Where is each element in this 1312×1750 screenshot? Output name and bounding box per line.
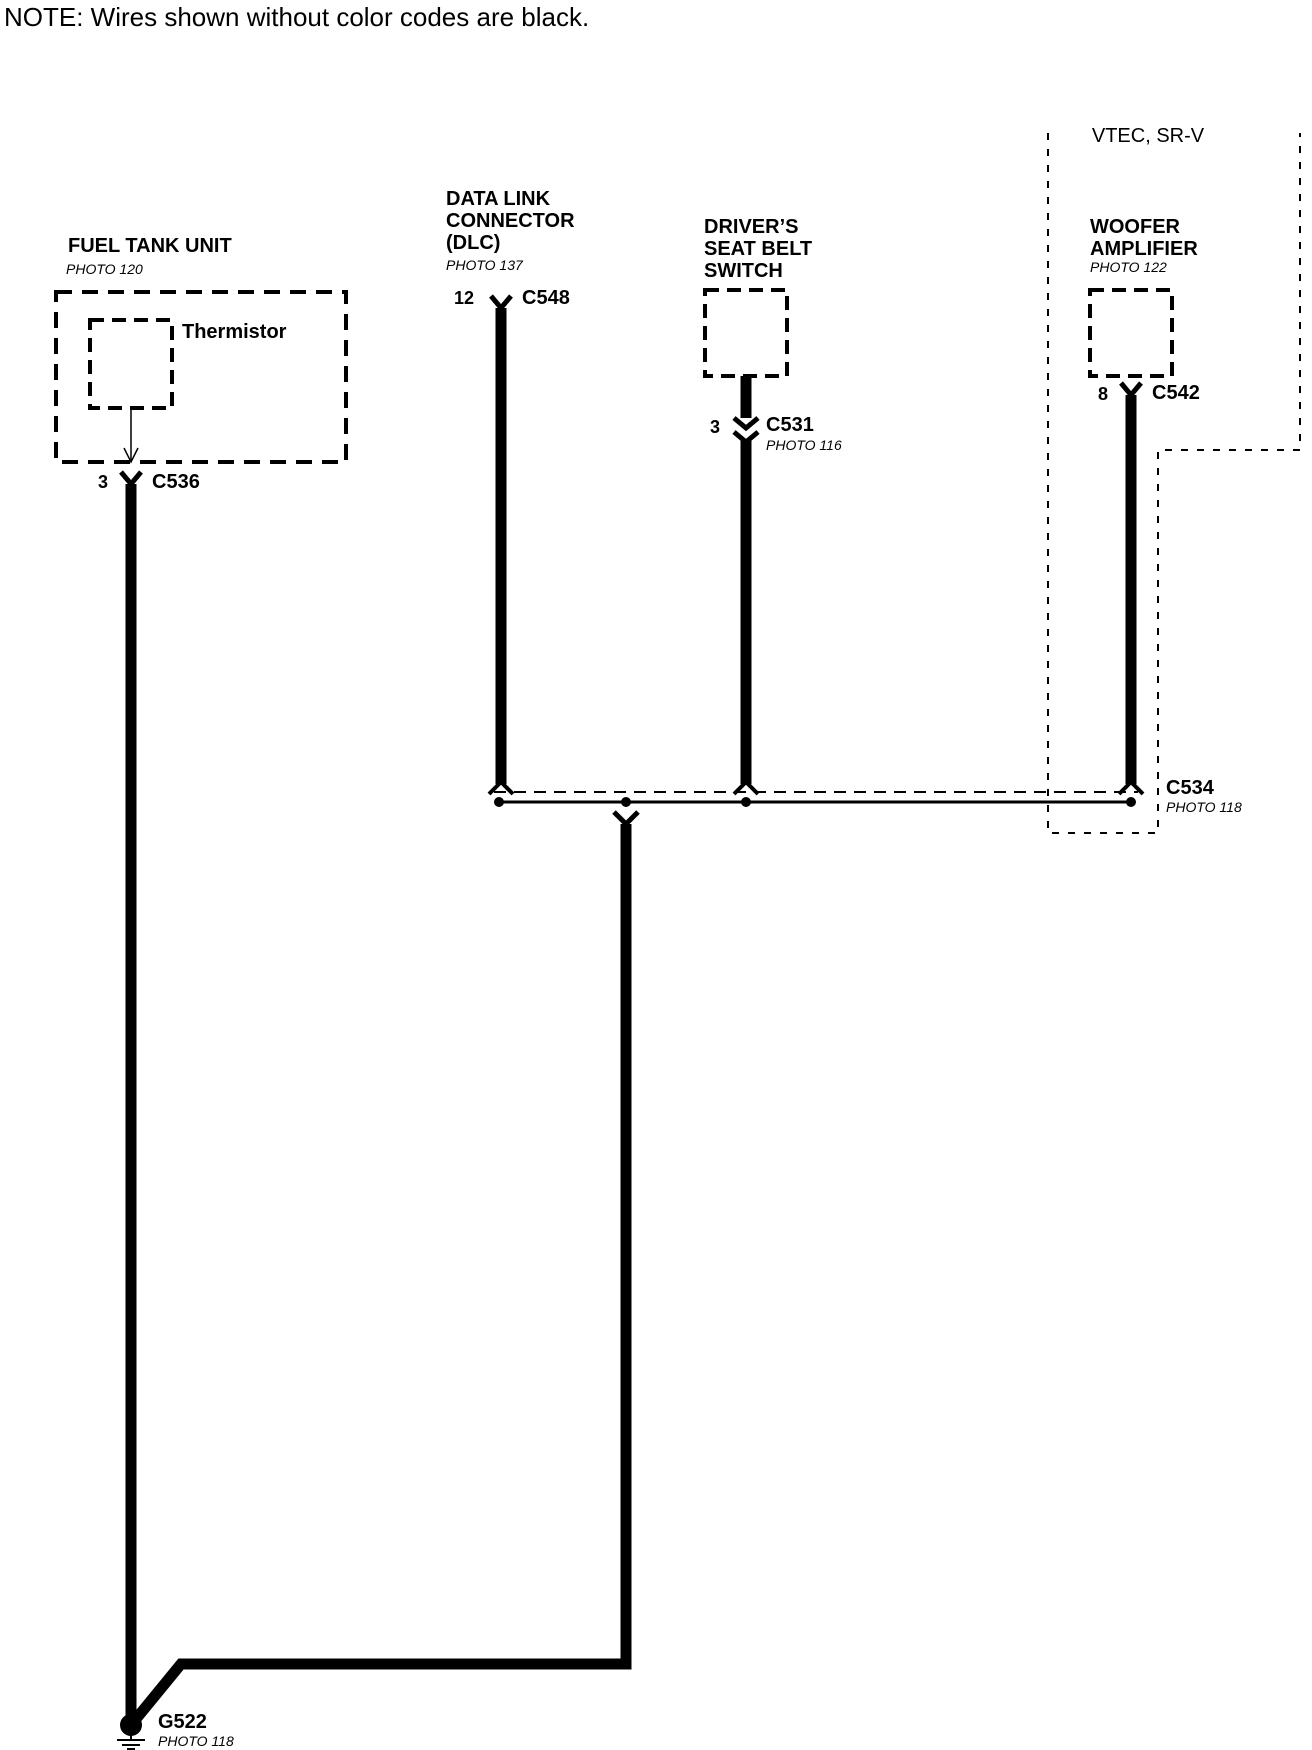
- option-label: VTEC, SR-V: [1092, 125, 1205, 147]
- c536-pin: 3: [98, 472, 108, 492]
- c534-terminal-dlc: [494, 797, 504, 807]
- c534-output-connector: [612, 810, 640, 828]
- fuel-tank-unit-photo: PHOTO 120: [66, 261, 143, 277]
- woofer-photo: PHOTO 122: [1090, 259, 1167, 275]
- c534-photo: PHOTO 118: [1166, 799, 1242, 815]
- c534-terminal-woofer: [1126, 797, 1136, 807]
- g522-label: G522: [158, 1711, 207, 1733]
- c548-label: C548: [522, 287, 570, 309]
- c534-terminal-ground: [621, 797, 631, 807]
- thermistor-box: [88, 318, 174, 410]
- c534-cap-seat-belt: [732, 779, 760, 796]
- fuel-tank-unit-title: FUEL TANK UNIT: [68, 235, 232, 257]
- c531-connector-top: [732, 416, 760, 432]
- c536-connector-symbol: [119, 470, 143, 488]
- wire-c534-ground: [126, 824, 632, 1729]
- c531-photo: PHOTO 116: [766, 437, 842, 453]
- c548-connector-symbol: [489, 294, 513, 312]
- woofer-title-line1: WOOFER: [1090, 216, 1181, 238]
- c531-label: C531: [766, 414, 814, 436]
- c534-cap-woofer: [1117, 779, 1145, 796]
- dlc-photo: PHOTO 137: [446, 257, 524, 273]
- seat-belt-switch-box: [703, 288, 789, 378]
- c548-pin: 12: [454, 288, 474, 308]
- g522-photo: PHOTO 118: [158, 1733, 234, 1749]
- thermistor-label: Thermistor: [182, 321, 287, 343]
- dlc-title-line3: (DLC): [446, 232, 500, 254]
- seat-belt-title-line2: SEAT BELT: [704, 238, 812, 260]
- fuel-tank-unit-box: [54, 290, 348, 464]
- dlc-title-line1: DATA LINK: [446, 188, 551, 210]
- note-text: NOTE: Wires shown without color codes ar…: [4, 2, 589, 32]
- seat-belt-title-line3: SWITCH: [704, 260, 783, 282]
- seat-belt-title-line1: DRIVER’S: [704, 216, 798, 238]
- dlc-title-line2: CONNECTOR: [446, 210, 575, 232]
- ground-junction: [120, 1714, 142, 1736]
- c542-connector-symbol: [1119, 381, 1143, 399]
- c542-label: C542: [1152, 382, 1200, 404]
- c534-terminal-seat-belt: [741, 797, 751, 807]
- c536-label: C536: [152, 471, 200, 493]
- woofer-title-line2: AMPLIFIER: [1090, 238, 1198, 260]
- woofer-amplifier-box: [1088, 288, 1174, 378]
- c531-pin: 3: [710, 417, 720, 437]
- c534-cap-dlc: [487, 779, 515, 796]
- c542-pin: 8: [1098, 384, 1108, 404]
- c534-label: C534: [1166, 777, 1215, 799]
- thermistor-arrow: [123, 447, 139, 464]
